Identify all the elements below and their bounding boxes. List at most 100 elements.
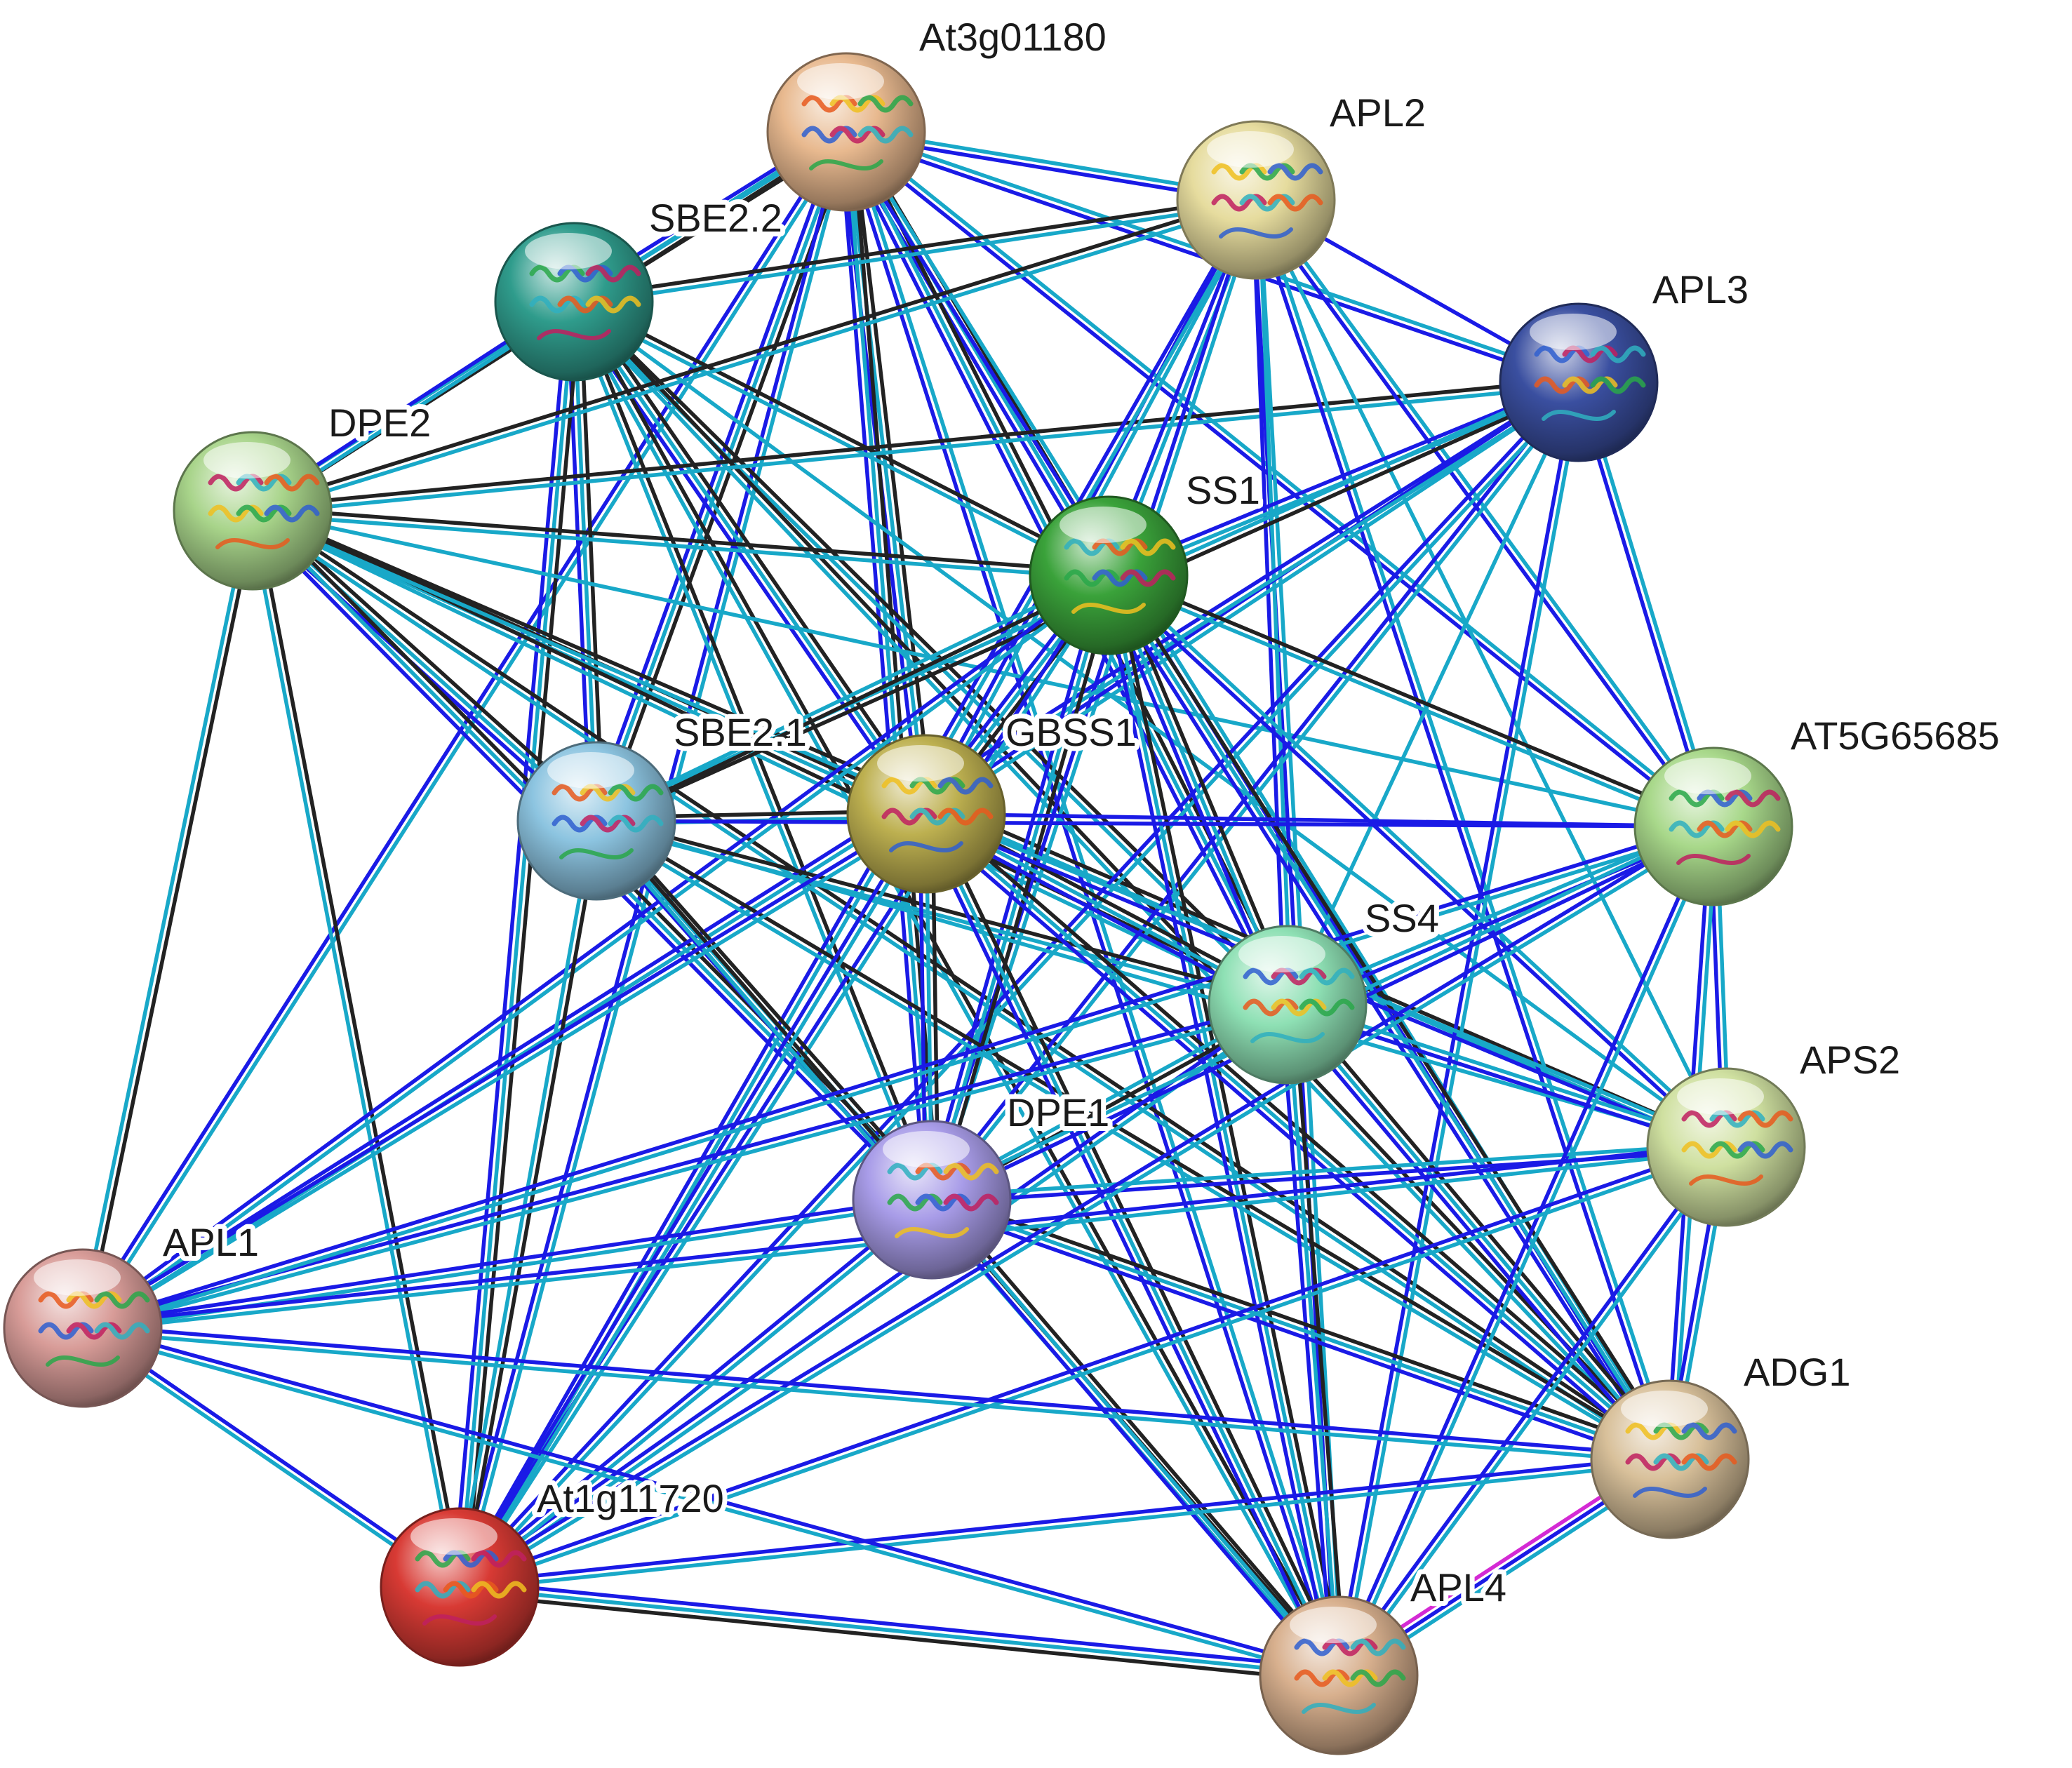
edge-strand-coexpression xyxy=(594,130,848,823)
node-SBE2.2[interactable] xyxy=(494,222,654,382)
edge-strand-coexpression xyxy=(82,575,1113,1333)
edge-strand-database xyxy=(455,1195,932,1587)
node-label-DPE1: DPE1 xyxy=(1007,1090,1109,1134)
node-highlight xyxy=(547,752,634,789)
edge-APL2-APS2 xyxy=(1254,198,1728,1149)
edge-strand-textmining xyxy=(577,296,934,812)
edge-strand-database xyxy=(838,130,928,1203)
edge-strand-database xyxy=(1100,575,1335,1679)
node-APL1[interactable] xyxy=(3,1248,163,1408)
node-DPE2[interactable] xyxy=(173,431,333,591)
edge-APL2-SS4 xyxy=(1250,198,1293,1007)
edge-strand-coexpression xyxy=(248,511,1671,1464)
edge-strand-coexpression xyxy=(1105,576,1715,831)
edge-strand-database xyxy=(457,1454,1672,1586)
edge-strand-database xyxy=(923,571,1105,1200)
node-highlight xyxy=(1621,1391,1708,1427)
node-highlight xyxy=(1677,1078,1764,1115)
edge-strand-database xyxy=(79,570,1109,1328)
edge-layer xyxy=(77,124,1732,1684)
edge-strand-coexpression xyxy=(460,1200,936,1592)
edge-strand-coexpression xyxy=(924,812,1341,1677)
edge-strand-coexpression xyxy=(81,1005,1290,1334)
edge-strand-database xyxy=(1105,377,1580,575)
node-APL2[interactable] xyxy=(1176,120,1336,280)
node-APS2[interactable] xyxy=(1646,1067,1806,1227)
edge-DPE1-ADG1 xyxy=(928,1191,1674,1468)
edge-strand-coexpression xyxy=(249,511,1288,1010)
edge-strand-coexpression xyxy=(457,1585,1341,1677)
node-highlight xyxy=(797,63,884,100)
edge-strand-coexpression xyxy=(593,570,1109,820)
edge-strand-coexpression xyxy=(572,300,1728,1149)
node-label-DPE2: DPE2 xyxy=(328,401,431,445)
edge-strand-database xyxy=(455,822,1714,1586)
edge-strand-coexpression xyxy=(1339,381,1584,1678)
node-SBE2.1[interactable] xyxy=(516,741,676,901)
edge-strand-coexpression xyxy=(457,1460,1673,1593)
node-SS4[interactable] xyxy=(1208,925,1368,1085)
node-SS1[interactable] xyxy=(1029,495,1189,655)
edge-strand-database xyxy=(458,1579,1342,1671)
edge-strand-coexpression xyxy=(1285,380,1581,1007)
node-AT5G65685[interactable] xyxy=(1633,746,1793,906)
node-highlight xyxy=(1530,314,1617,350)
edge-DPE1-At1g11720 xyxy=(455,1195,936,1592)
node-highlight xyxy=(877,745,964,782)
edge-APS2-APL4 xyxy=(1334,1143,1731,1680)
edge-SS1-APS2 xyxy=(1104,570,1730,1152)
edge-APL4-APL1 xyxy=(80,1322,1342,1681)
node-highlight xyxy=(1290,1607,1377,1643)
edge-strand-coexpression xyxy=(1339,826,1718,1679)
node-DPE1[interactable] xyxy=(852,1120,1012,1280)
edge-SBE2.2-APS2 xyxy=(572,300,1728,1149)
edge-DPE2-APL1 xyxy=(77,508,258,1331)
edge-strand-coexpression xyxy=(1285,1003,1672,1461)
edge-strand-textmining xyxy=(573,297,1112,575)
protein-structure-icon xyxy=(1625,1422,1737,1498)
edge-strand-database xyxy=(81,1322,1673,1459)
node-label-At1g11720: At1g11720 xyxy=(537,1476,724,1520)
edge-SBE2.2-At1g11720 xyxy=(451,299,582,1590)
node-GBSS1[interactable] xyxy=(846,734,1006,894)
edge-strand-coexpression xyxy=(454,818,596,1588)
edge-strand-coexpression xyxy=(1257,196,1676,1461)
edge-AT5G65685-APL1 xyxy=(79,821,1717,1334)
node-At1g11720[interactable] xyxy=(380,1507,540,1667)
edge-GBSS1-AT5G65685 xyxy=(924,812,1716,829)
node-At3g01180[interactable] xyxy=(766,52,926,212)
edge-strand-database xyxy=(1279,1003,1335,1678)
node-highlight xyxy=(1664,758,1751,794)
edge-strand-textmining xyxy=(250,505,1111,575)
edge-strand-textmining xyxy=(599,815,939,1198)
edge-DPE1-APL4 xyxy=(925,1193,1346,1682)
edge-strand-coexpression xyxy=(80,1329,1672,1465)
node-APL3[interactable] xyxy=(1499,302,1659,462)
edge-APL3-At1g11720 xyxy=(455,378,1584,1591)
edge-strand-coexpression xyxy=(77,508,252,1330)
edge-strand-coexpression xyxy=(247,509,459,1590)
edge-strand-textmining xyxy=(935,1193,1346,1673)
edge-strand-coexpression xyxy=(460,382,1584,1591)
edge-DPE2-ADG1 xyxy=(248,506,1674,1464)
edge-strand-coexpression xyxy=(251,201,1259,516)
node-ADG1[interactable] xyxy=(1590,1379,1750,1539)
edge-strand-textmining xyxy=(574,297,1292,1005)
node-APL4[interactable] xyxy=(1259,1595,1419,1755)
node-label-SS1: SS1 xyxy=(1186,468,1260,512)
edge-strand-database xyxy=(920,817,1668,1466)
edge-SS1-APL1 xyxy=(79,570,1113,1333)
edge-GBSS1-APL1 xyxy=(79,809,930,1333)
edge-strand-textmining xyxy=(464,300,582,1590)
edge-strand-coexpression xyxy=(570,302,1109,580)
edge-strand-database xyxy=(80,1194,934,1327)
edge-strand-coexpression xyxy=(83,131,851,1332)
edge-strand-coexpression xyxy=(460,575,1114,1591)
edge-strand-textmining xyxy=(253,508,465,1588)
edge-strand-coexpression xyxy=(925,383,1583,819)
node-label-GBSS1: GBSS1 xyxy=(1005,710,1137,754)
node-label-AT5G65685: AT5G65685 xyxy=(1791,714,2000,758)
edge-strand-textmining xyxy=(596,576,1112,826)
edge-strand-coexpression xyxy=(1256,196,1718,827)
edge-strand-database xyxy=(1334,1143,1726,1676)
